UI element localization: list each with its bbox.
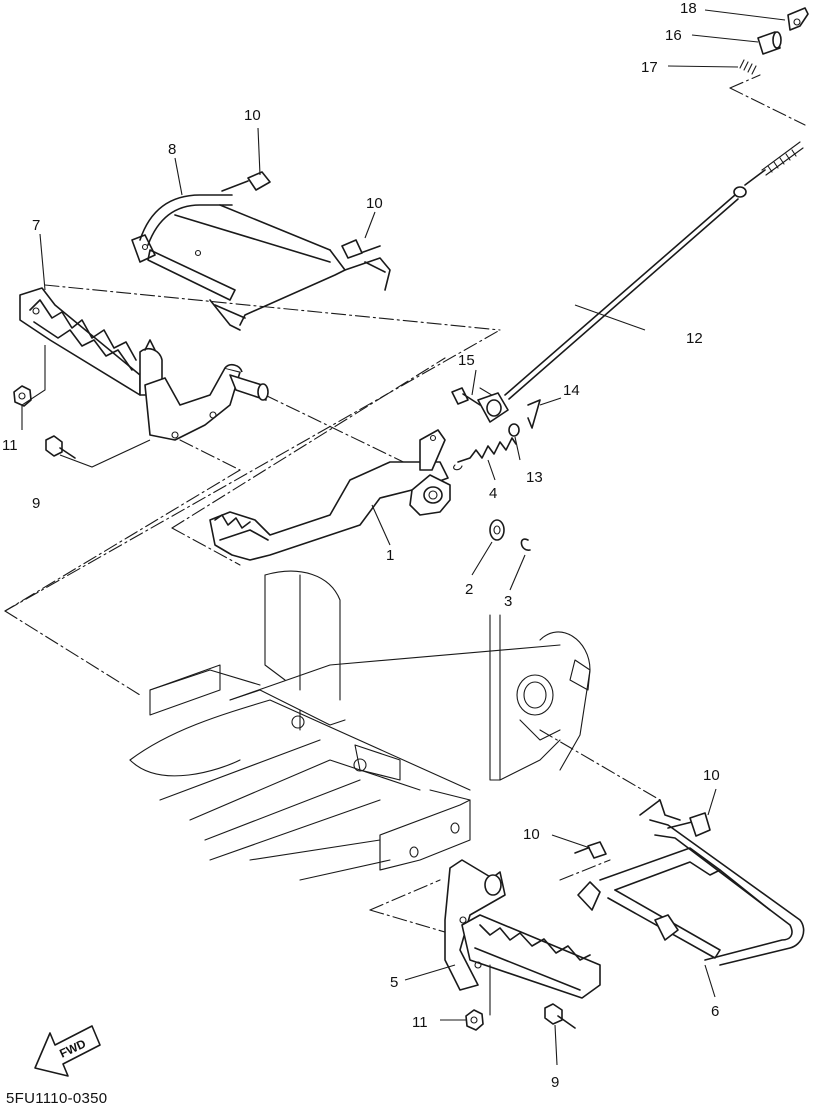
callout-6: 6 (711, 1003, 719, 1020)
callout-8: 8 (168, 141, 176, 158)
vehicle-frame (129, 570, 591, 881)
callout-9: 9 (32, 495, 40, 512)
small-washer (508, 423, 520, 437)
footrest-right (461, 914, 601, 1016)
footrest-guard-right (577, 799, 805, 966)
bolt-10a (221, 171, 271, 192)
nut-11a (13, 385, 32, 407)
callout-7: 7 (32, 217, 40, 234)
callout-10: 10 (703, 767, 720, 784)
fwd-arrow: FWD (34, 1025, 101, 1077)
nut-11b (465, 1009, 484, 1031)
callouts: 8 10 10 7 11 9 15 14 13 4 1 2 3 12 18 16… (2, 0, 720, 1091)
brake-pedal (209, 429, 451, 561)
rod-end-parts (739, 7, 809, 75)
callout-16: 16 (665, 27, 682, 44)
brake-rod (504, 141, 804, 400)
callout-15: 15 (458, 352, 475, 369)
callout-4: 4 (489, 485, 497, 502)
callout-12: 12 (686, 330, 703, 347)
pivot-washer (489, 519, 505, 541)
clevis-pin (451, 387, 509, 423)
callout-10: 10 (366, 195, 383, 212)
footrest-bracket-left (144, 363, 269, 441)
callout-14: 14 (563, 382, 580, 399)
callout-13: 13 (526, 469, 543, 486)
callout-2: 2 (465, 581, 473, 598)
bolt-10c (574, 841, 607, 859)
callout-3: 3 (504, 593, 512, 610)
bolt-10b (341, 239, 381, 259)
callout-11: 11 (2, 437, 18, 454)
bolt-9a (45, 435, 76, 459)
footrest-guard-left (131, 194, 391, 331)
callout-18: 18 (680, 0, 697, 17)
bolt-10d (667, 812, 711, 837)
callout-5: 5 (390, 974, 398, 991)
footrest-left (19, 287, 163, 396)
callout-11: 11 (412, 1014, 428, 1031)
circlip (520, 538, 531, 551)
callout-9: 9 (551, 1074, 559, 1091)
bolt-9b (544, 1003, 576, 1029)
leader-lines (21, 9, 786, 1066)
return-spring (453, 437, 517, 471)
cotter-pin (527, 399, 541, 429)
callout-10: 10 (244, 107, 261, 124)
drawing-code: 5FU1110-0350 (6, 1090, 107, 1107)
callout-17: 17 (641, 59, 658, 76)
callout-1: 1 (386, 547, 394, 564)
reference-lines (4, 74, 806, 936)
callout-10: 10 (523, 826, 540, 843)
